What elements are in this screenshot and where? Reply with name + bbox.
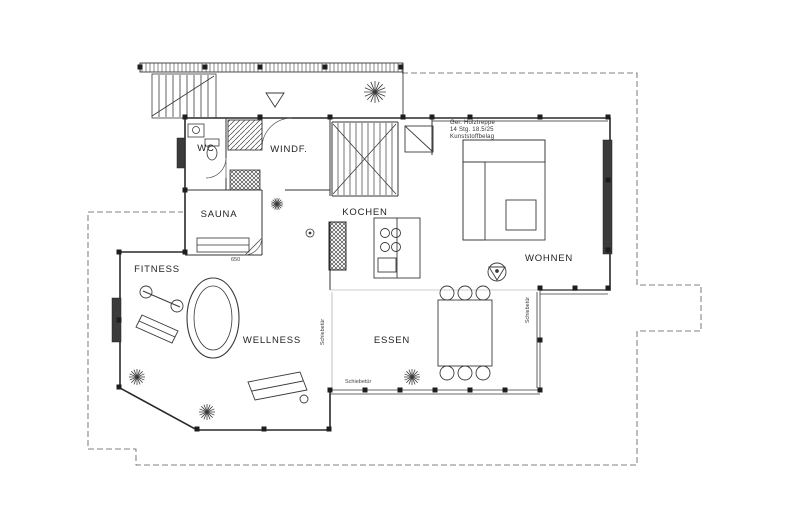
exterior-stair [151,73,217,119]
kitchen-island [373,217,421,279]
stair-note-line3: Kunststoffbelag [450,134,494,140]
stair-note-line1: Ger. Holztreppe [450,120,495,126]
structural-posts [116,64,611,432]
sauna-fixtures [196,169,261,253]
fitness-equipment [135,285,184,344]
floor-drain-icon [305,228,315,238]
wc-fixtures [187,123,220,161]
sliding-door-label-bottom: Schiebetür [345,379,371,385]
stair-note-line2: 14 Stg. 18.5/25 [450,127,494,133]
room-label-kochen: KOCHEN [342,207,387,218]
interior-walls [185,118,610,388]
interior-stair [332,123,397,195]
room-label-wc: WC [197,143,214,154]
room-label-wellness: WELLNESS [243,335,301,346]
ventilation-icon [487,262,507,282]
wardrobe [227,119,263,151]
whirlpool [186,277,240,359]
pantry-block [404,125,434,153]
room-labels: WC WINDF. SAUNA KOCHEN WOHNEN FITNESS WE… [134,143,573,346]
pergola-deck [139,62,404,118]
annotation-labels: Ger. Holztreppe 14 Stg. 18.5/25 Kunststo… [231,120,531,385]
fireplace [328,221,347,271]
sofa-group [462,139,546,241]
plant-icons [129,81,420,420]
entrance-triangle-icon [265,92,285,108]
sliding-door-label-left: Schiebetür [320,319,326,345]
room-label-windfang: WINDF. [270,144,308,155]
room-label-essen: ESSEN [374,335,410,346]
lounger-object [247,371,309,404]
dashed-boundary-line [87,72,702,466]
room-label-wohnen: WOHNEN [525,253,573,264]
room-label-fitness: FITNESS [134,264,180,275]
dining-set [437,285,493,381]
sliding-door-label-right: Schiebetür [525,297,531,323]
room-label-sauna: SAUNA [201,209,238,220]
dimension-650: 650 [231,257,240,263]
